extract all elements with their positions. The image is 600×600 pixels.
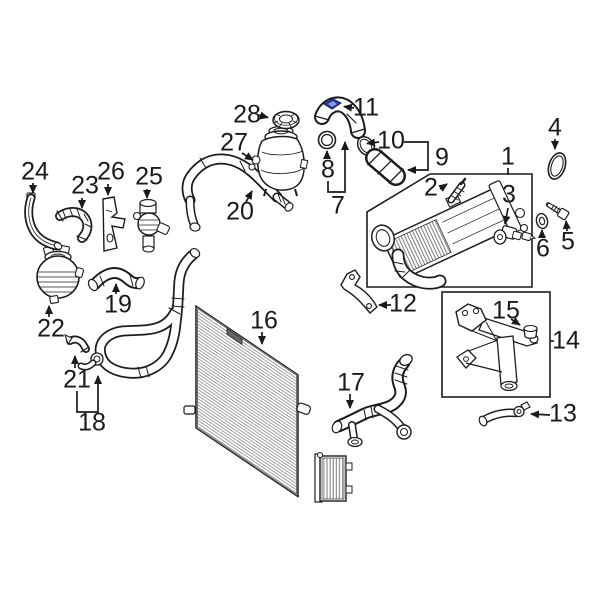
- callout-label-20[interactable]: 20: [226, 197, 254, 226]
- part-sensor-2[interactable]: [447, 177, 467, 204]
- part-cap-28[interactable]: [272, 110, 300, 130]
- leader-arrows: [29, 103, 571, 419]
- clip-highlight: [328, 101, 337, 107]
- part-hose-19[interactable]: [87, 267, 146, 292]
- leader-10: [366, 138, 380, 147]
- callout-label-2[interactable]: 2: [424, 173, 438, 202]
- part-clip-11-selected[interactable]: [323, 98, 342, 110]
- part-pipe-13[interactable]: [478, 401, 531, 427]
- part-hose-23[interactable]: [55, 207, 93, 243]
- part-hose-17[interactable]: [330, 352, 414, 448]
- callout-label-25[interactable]: 25: [135, 162, 163, 191]
- part-fitting-21[interactable]: [64, 334, 90, 353]
- callout-label-3[interactable]: 3: [502, 180, 516, 209]
- leader-bracket-9: [404, 141, 429, 174]
- assembly-box-bracket: [441, 291, 551, 398]
- leader-28: [257, 111, 269, 120]
- part-oil-cooler[interactable]: [314, 452, 353, 503]
- leader-bracket-18: [76, 375, 102, 413]
- part-pump-22[interactable]: [36, 244, 84, 305]
- part-reservoir-27[interactable]: [248, 125, 309, 197]
- callout-label-7[interactable]: 7: [331, 191, 345, 220]
- callout-label-28[interactable]: 28: [233, 100, 261, 129]
- callout-label-10[interactable]: 10: [377, 126, 405, 155]
- part-hose-network-18[interactable]: [77, 247, 201, 379]
- part-bracket-12[interactable]: [340, 269, 378, 314]
- callout-label-22[interactable]: 22: [37, 314, 65, 343]
- part-bolt-5[interactable]: [545, 201, 570, 221]
- callout-label-12[interactable]: 12: [389, 289, 417, 318]
- part-washer-6[interactable]: [535, 212, 549, 230]
- callout-label-14[interactable]: 14: [552, 326, 580, 355]
- leader-3: [502, 207, 511, 225]
- part-valve-25[interactable]: [132, 198, 171, 253]
- leader-5: [562, 220, 571, 232]
- callout-label-11[interactable]: 11: [353, 93, 379, 122]
- callout-label-13[interactable]: 13: [549, 399, 577, 428]
- callout-label-24[interactable]: 24: [21, 157, 49, 186]
- leader-bracket-7: [327, 141, 349, 193]
- callout-label-15[interactable]: 15: [492, 296, 520, 325]
- leader-11: [343, 103, 355, 112]
- callout-label-19[interactable]: 19: [104, 290, 132, 319]
- callout-label-23[interactable]: 23: [71, 171, 99, 200]
- part-cap-15[interactable]: [523, 324, 538, 339]
- part-oring-8[interactable]: [317, 130, 337, 150]
- part-radiator[interactable]: [183, 305, 312, 498]
- leader-2: [438, 183, 448, 192]
- part-oring-4[interactable]: [545, 151, 569, 182]
- callout-label-1[interactable]: 1: [501, 142, 515, 171]
- part-bracket-14[interactable]: [455, 303, 539, 392]
- callout-label-16[interactable]: 16: [250, 306, 278, 335]
- callout-label-6[interactable]: 6: [536, 234, 550, 263]
- callout-label-18[interactable]: 18: [78, 408, 106, 437]
- leader-27: [241, 152, 254, 161]
- part-strap-24[interactable]: [24, 192, 63, 251]
- callout-label-4[interactable]: 4: [548, 113, 562, 142]
- part-plate-26[interactable]: [102, 196, 126, 252]
- part-sensor-3[interactable]: [493, 225, 537, 245]
- leader-15: [510, 317, 521, 326]
- part-sleeve-9[interactable]: [365, 148, 406, 186]
- callout-label-17[interactable]: 17: [337, 368, 365, 397]
- callout-label-5[interactable]: 5: [561, 227, 575, 256]
- leader-13: [530, 410, 551, 419]
- callout-label-27[interactable]: 27: [220, 128, 248, 157]
- part-intercooler[interactable]: [368, 180, 529, 290]
- callout-label-26[interactable]: 26: [97, 157, 125, 186]
- assembly-box-intercooler: [366, 173, 533, 288]
- leader-20: [244, 190, 253, 203]
- callout-label-21[interactable]: 21: [63, 365, 91, 394]
- part-hose-20[interactable]: [181, 153, 294, 232]
- callout-label-8[interactable]: 8: [321, 155, 335, 184]
- callout-label-9[interactable]: 9: [435, 143, 449, 172]
